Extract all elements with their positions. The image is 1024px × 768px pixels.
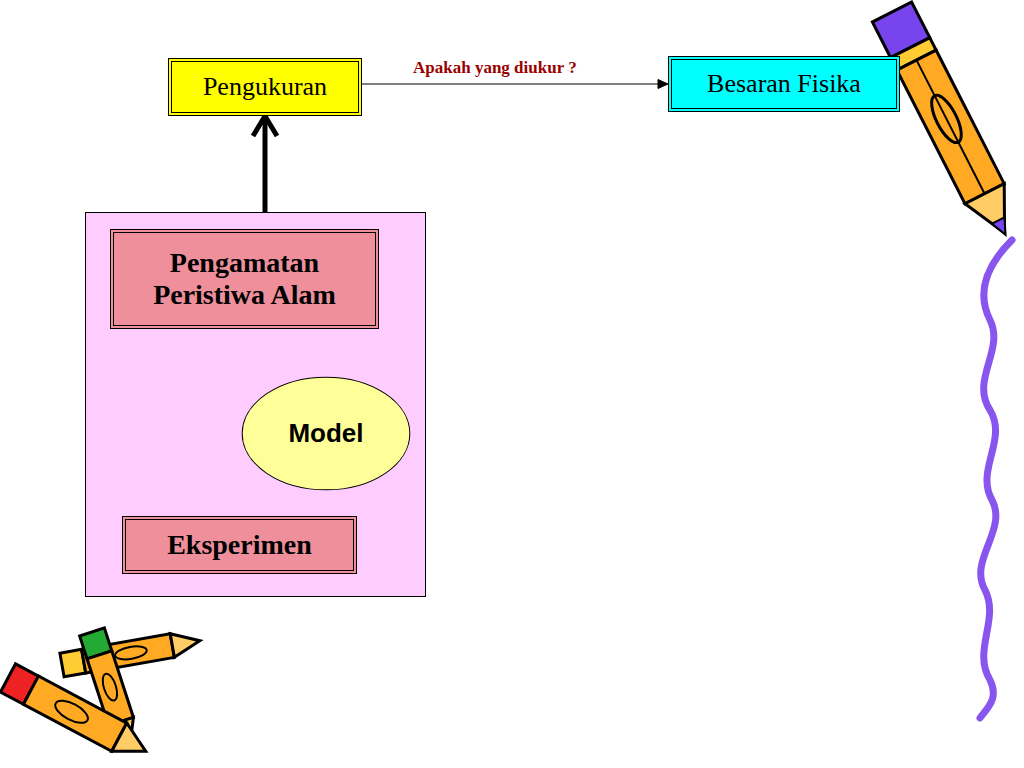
node-text: Eksperimen: [167, 529, 312, 561]
measurement-box: Pengukuran: [168, 58, 362, 116]
node-text: Besaran Fisika: [707, 69, 861, 99]
node-text: Model: [288, 419, 363, 449]
edge-label: Apakah yang diukur ?: [411, 58, 579, 78]
process-region: Pengamatan Peristiwa AlamModelEksperimen: [85, 212, 426, 597]
quantity-box: Besaran Fisika: [668, 56, 900, 112]
model-ellipse: Model: [241, 376, 411, 491]
connector: [253, 116, 277, 212]
pencil: [872, 2, 1024, 245]
node-text: Pengukuran: [203, 72, 327, 102]
arrow-head: [253, 116, 277, 136]
wavy-line: [980, 240, 1012, 718]
arrow-head: [658, 80, 668, 89]
observation-box: Pengamatan Peristiwa Alam: [110, 229, 379, 329]
experiment-box: Eksperimen: [122, 516, 357, 574]
connector: [362, 80, 668, 89]
connector-line: [362, 83, 660, 84]
node-text: Pengamatan Peristiwa Alam: [114, 247, 375, 311]
pencil: [0, 664, 153, 765]
connector-line: [263, 119, 268, 212]
pencil: [60, 629, 202, 677]
